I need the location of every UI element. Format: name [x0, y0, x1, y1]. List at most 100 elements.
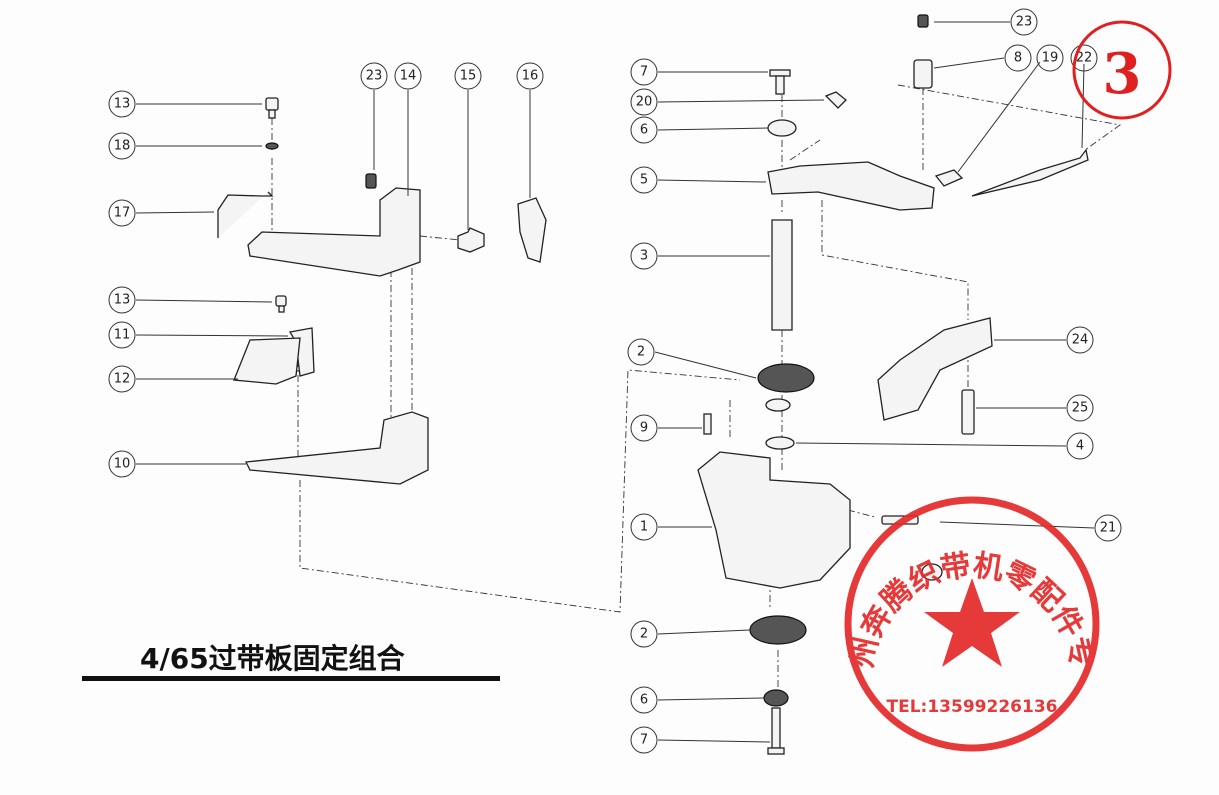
- assembly-axes: [271, 84, 1122, 690]
- callout-2a: 2: [627, 338, 655, 366]
- svg-text:21: 21: [1100, 521, 1117, 536]
- diagram-title: 4/65过带板固定组合: [140, 642, 406, 675]
- svg-text:22: 22: [1076, 51, 1093, 66]
- callout-15: 15: [454, 62, 482, 90]
- bearing-2-top: [757, 363, 815, 393]
- svg-text:23: 23: [1016, 15, 1033, 30]
- washer-4b: [765, 436, 795, 450]
- callout-21: 21: [1094, 514, 1122, 542]
- stud-20: [824, 91, 847, 109]
- callout-23b: 23: [1010, 8, 1038, 36]
- svg-text:24: 24: [1072, 333, 1089, 348]
- svg-text:18: 18: [114, 139, 131, 154]
- svg-text:17: 17: [114, 206, 131, 221]
- star-icon: [924, 578, 1020, 667]
- callout-8: 8: [1004, 44, 1032, 72]
- svg-text:6: 6: [640, 123, 648, 138]
- washer-18: [265, 142, 279, 150]
- svg-text:10: 10: [114, 457, 131, 472]
- callout-13b: 13: [108, 286, 136, 314]
- bolt-25: [961, 389, 975, 435]
- svg-text:1: 1: [640, 520, 648, 535]
- svg-text:6: 6: [640, 693, 648, 708]
- base-plate-10: [244, 411, 429, 485]
- svg-text:2: 2: [637, 345, 645, 360]
- callout-2b: 2: [630, 620, 658, 648]
- leader-lines: [135, 21, 1095, 743]
- callout-13a: 13: [108, 90, 136, 118]
- diagram-title-block: 4/65过带板固定组合: [82, 642, 500, 681]
- callout-12: 12: [108, 365, 136, 393]
- svg-text:15: 15: [460, 69, 477, 84]
- callout-19: 19: [1036, 44, 1064, 72]
- callout-20: 20: [630, 88, 658, 116]
- callout-5: 5: [630, 166, 658, 194]
- svg-text:2: 2: [640, 627, 648, 642]
- bushing-6-top: [767, 119, 797, 137]
- svg-text:3: 3: [640, 249, 648, 264]
- shaft-3: [771, 219, 793, 331]
- spring-17: [217, 191, 274, 238]
- arm-24: [877, 317, 993, 421]
- svg-text:12: 12: [114, 372, 131, 387]
- stamp-phone: TEL:13599226136: [887, 697, 1058, 717]
- callout-18: 18: [108, 132, 136, 160]
- svg-text:20: 20: [636, 95, 653, 110]
- callout-4: 4: [1066, 432, 1094, 460]
- pin-9: [703, 413, 712, 435]
- callout-3: 3: [630, 242, 658, 270]
- blade-22: [971, 148, 1089, 197]
- callout-16: 16: [516, 62, 544, 90]
- callout-7b: 7: [630, 726, 658, 754]
- bearing-2-bottom: [749, 615, 807, 645]
- sheet-badge: 3: [1072, 20, 1172, 120]
- svg-text:7: 7: [640, 65, 648, 80]
- arm-5: [767, 161, 935, 211]
- lever-16: [517, 197, 547, 263]
- svg-text:16: 16: [522, 69, 539, 84]
- svg-text:9: 9: [640, 421, 648, 436]
- bolt-15: [457, 227, 485, 253]
- pin-23-left: [365, 173, 377, 189]
- bushing-6-bottom: [763, 689, 789, 707]
- callout-9: 9: [630, 414, 658, 442]
- callout-25: 25: [1066, 394, 1094, 422]
- screw-7-bottom: [767, 707, 785, 755]
- svg-text:23: 23: [366, 69, 383, 84]
- screw-13-mid: [275, 295, 287, 313]
- svg-text:7: 7: [640, 733, 648, 748]
- pin-23-right: [917, 14, 929, 28]
- callout-22: 22: [1070, 44, 1098, 72]
- housing-1: [697, 451, 851, 589]
- callout-10: 10: [108, 450, 136, 478]
- svg-text:13: 13: [114, 97, 131, 112]
- svg-text:8: 8: [1014, 51, 1022, 66]
- callouts: 13 18 17 23 14 15 16 13 11 12 10 7 20 6 …: [108, 8, 1122, 754]
- bracket-12: [233, 337, 301, 385]
- svg-text:4: 4: [1076, 439, 1084, 454]
- callout-11: 11: [108, 321, 136, 349]
- title-underline: [82, 676, 500, 681]
- plate-14: [247, 187, 421, 277]
- callout-6b: 6: [630, 686, 658, 714]
- callout-6a: 6: [630, 116, 658, 144]
- screw-7-top: [769, 69, 791, 95]
- sheet-number: 3: [1103, 41, 1142, 107]
- callout-14: 14: [394, 62, 422, 90]
- callout-17: 17: [108, 199, 136, 227]
- screw-13-top: [265, 97, 279, 119]
- parts: [217, 14, 1089, 755]
- collar-8: [913, 59, 933, 89]
- washer-4a: [765, 398, 791, 412]
- svg-text:14: 14: [400, 69, 417, 84]
- svg-text:11: 11: [114, 328, 131, 343]
- callout-1: 1: [630, 513, 658, 541]
- svg-text:19: 19: [1042, 51, 1059, 66]
- svg-text:13: 13: [114, 293, 131, 308]
- stud-19: [934, 169, 964, 187]
- callout-24: 24: [1066, 326, 1094, 354]
- svg-text:5: 5: [640, 173, 648, 188]
- svg-text:25: 25: [1072, 401, 1089, 416]
- callout-7a: 7: [630, 58, 658, 86]
